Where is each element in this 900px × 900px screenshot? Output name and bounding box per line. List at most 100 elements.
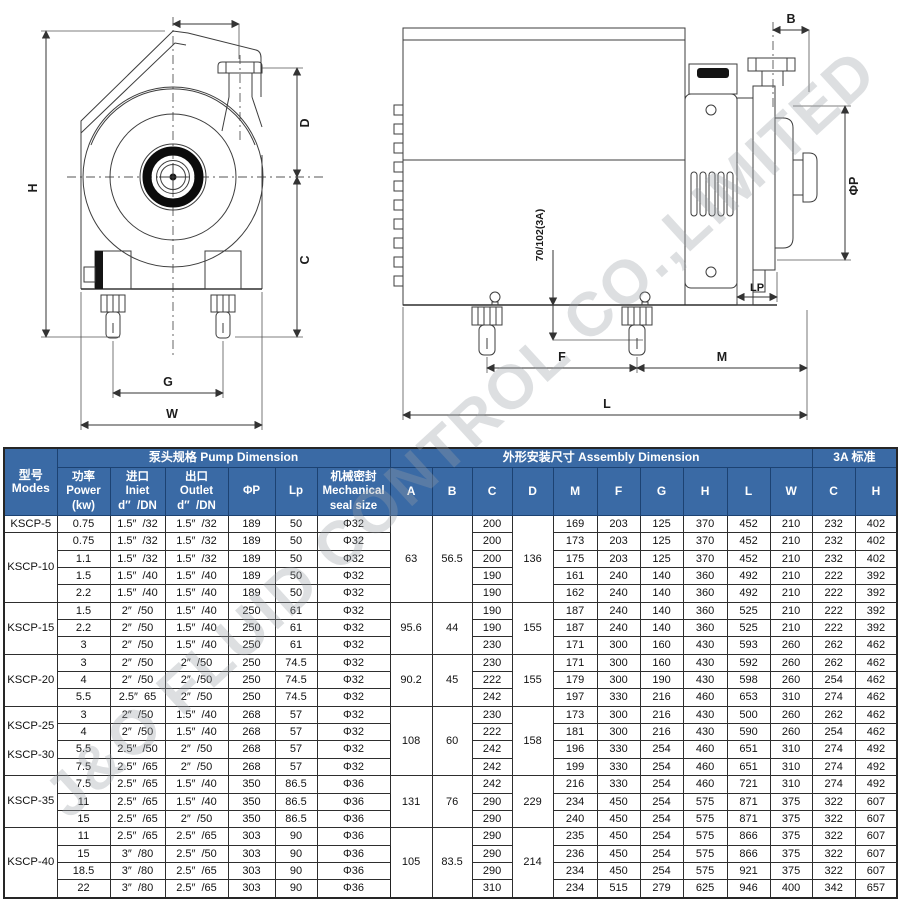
table-cell: 290 [471,827,513,846]
table-cell: 262 [811,636,856,655]
table-cell: Φ32 [316,619,391,638]
table-cell: 375 [769,792,813,811]
table-cell: 370 [682,549,728,569]
table-cell: 15 [56,809,111,829]
table-cell: 2″ /50 [164,757,229,777]
table-cell: 360 [682,601,728,621]
table-cell: 0.75 [56,532,111,551]
table-cell: 310 [769,775,813,794]
table-cell: 525 [726,601,771,621]
table-cell: 392 [854,601,898,621]
table-cell: 158 [511,705,554,777]
table-cell: 392 [854,619,898,638]
table-cell: 171 [552,636,598,655]
table-cell: 230 [471,636,513,655]
table-cell: 300 [596,636,641,655]
dim-label-phip: ΦP [847,177,861,196]
table-cell: 575 [682,809,728,829]
table-cell: 462 [854,653,898,673]
table-cell: Φ32 [316,671,391,690]
pump-side-view-drawing: B ΦP LP 70/102(3A) F [393,12,861,420]
table-cell: 300 [596,653,641,673]
table-cell: 214 [511,827,554,899]
table-cell: 242 [471,688,513,707]
table-cell: 254 [639,809,684,829]
table-cell: Φ32 [316,514,391,534]
table-cell: Φ36 [316,879,391,899]
table-cell: 155 [511,653,554,707]
table-cell: 190 [471,567,513,586]
table-cell: 392 [854,567,898,586]
table-cell: 310 [769,740,813,759]
table-cell: 2.5″ /65 [164,879,229,899]
table-cell: 240 [596,567,641,586]
table-cell: 230 [471,653,513,673]
table-cell: 50 [274,567,318,586]
table-cell: 203 [596,532,641,551]
table-cell: 262 [811,653,856,673]
table-cell: Φ32 [316,584,391,603]
table-cell: 460 [682,775,728,794]
table-cell: 2.5″ /65 [109,827,166,846]
header-lp: Lp [274,467,318,516]
model-cell: KSCP-20 [3,653,58,707]
table-cell: 300 [596,723,641,742]
model-cell: KSCP-35 [3,775,58,829]
table-cell: 2″ /50 [109,601,166,621]
table-cell: Φ32 [316,757,391,777]
table-cell: 322 [811,809,856,829]
model-cell: KSCP-5 [3,514,58,534]
table-cell: 189 [227,514,276,534]
header-modes: 型号 Modes [3,447,58,516]
table-cell: 260 [769,705,813,725]
table-cell: 310 [769,757,813,777]
table-cell: 262 [811,705,856,725]
table-cell: Φ36 [316,844,391,863]
table-cell: Φ32 [316,549,391,569]
table-cell: 189 [227,584,276,603]
table-cell: 197 [552,688,598,707]
table-cell: 57 [274,723,318,742]
table-cell: 222 [471,671,513,690]
table-cell: 625 [682,879,728,899]
table-cell: 50 [274,549,318,569]
table-cell: 63 [389,515,433,603]
table-cell: 300 [596,671,641,690]
header-col-g: G [639,467,684,516]
table-cell: 15 [56,844,111,863]
table-cell: 199 [552,757,598,777]
pump-front-view-drawing: H D C G W [26,17,325,430]
table-cell: 921 [726,861,771,881]
table-cell: 460 [682,740,728,759]
table-cell: 350 [227,792,276,811]
table-cell: 162 [552,584,598,603]
table-cell: 216 [639,688,684,707]
table-cell: 90 [274,827,318,846]
header-col-m: M [552,467,598,516]
table-cell: 74.5 [274,671,318,690]
table-cell: 452 [726,514,771,534]
table-cell: 222 [811,567,856,586]
table-cell: 2.5″ /65 [164,827,229,846]
table-cell: 254 [639,757,684,777]
table-cell: 274 [811,775,856,794]
model-cell: KSCP-15 [3,601,58,655]
table-cell: 360 [682,584,728,603]
table-cell: Φ36 [316,775,391,794]
table-cell: 402 [854,549,898,569]
table-cell: 216 [639,723,684,742]
table-cell: 430 [682,705,728,725]
dim-label-l: L [603,397,611,411]
table-cell: 90 [274,844,318,863]
table-cell: 4 [56,723,111,742]
table-cell: 210 [769,514,813,534]
table-cell: Φ32 [316,532,391,551]
table-cell: 125 [639,549,684,569]
table-cell: 240 [596,584,641,603]
table-cell: 651 [726,740,771,759]
table-cell: 1.5″ /40 [164,567,229,586]
table-cell: 871 [726,809,771,829]
table-cell: 268 [227,705,276,725]
